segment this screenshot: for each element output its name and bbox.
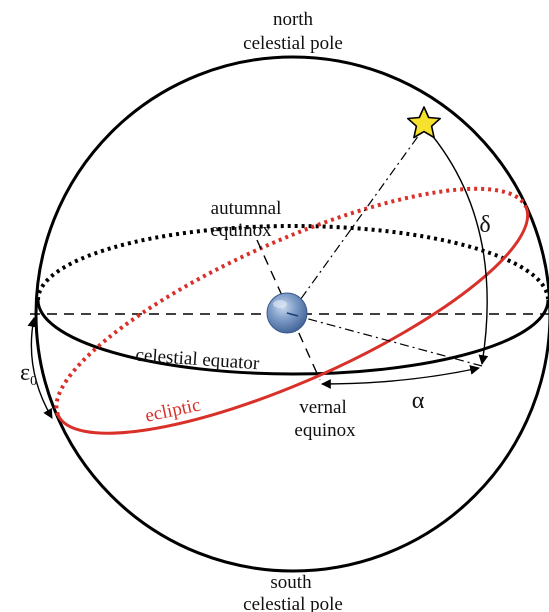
delta-label: δ	[479, 212, 490, 238]
autumnal-equinox-label: equinox	[210, 220, 272, 241]
north-label: north	[273, 9, 314, 30]
foot-direction-line	[289, 313, 483, 367]
ecliptic-front	[56, 206, 530, 435]
epsilon-label: ε0	[20, 360, 37, 389]
right-ascension-arc	[321, 365, 480, 389]
star-direction-line	[289, 127, 425, 315]
vernal-label: vernal	[299, 397, 346, 418]
earth-axis-stub	[286, 312, 299, 317]
celestial-equator-label: celestial equator	[135, 345, 261, 375]
vernal-equinox-label: equinox	[294, 420, 356, 441]
south-pole-label: celestial pole	[243, 594, 343, 612]
epsilon-symbol: ε	[20, 360, 30, 386]
celestial-equator-front	[36, 299, 549, 376]
south-label: south	[270, 572, 312, 593]
alpha-label: α	[412, 388, 425, 414]
declination-arc	[425, 127, 489, 365]
earth-highlight	[273, 300, 287, 308]
epsilon-subscript: 0	[30, 374, 37, 389]
ecliptic-label: ecliptic	[143, 395, 202, 427]
star-icon	[406, 106, 442, 139]
obliquity-arc	[27, 317, 53, 419]
north-pole-label: celestial pole	[243, 33, 343, 54]
autumnal-label: autumnal	[211, 198, 282, 219]
